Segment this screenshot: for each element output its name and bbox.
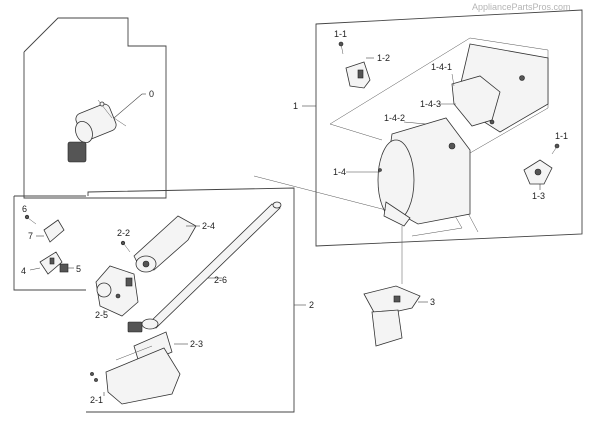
callout-1-1-upper: 1-1 [334, 29, 347, 39]
part-3-bracket[interactable] [363, 285, 421, 347]
callout-2-6: 2-6 [214, 275, 227, 285]
callout-2-4: 2-4 [202, 221, 215, 231]
watermark: AppliancePartsPros.com [472, 2, 571, 12]
callout-0: 0 [149, 89, 154, 99]
part-2-6-shaft[interactable] [147, 201, 282, 329]
callout-5: 5 [76, 264, 81, 274]
callout-7: 7 [28, 231, 33, 241]
part-1-2-bracket[interactable] [345, 61, 371, 89]
part-6-screw[interactable] [24, 214, 37, 225]
callout-1-4-1: 1-4-1 [431, 62, 452, 72]
callout-1-4: 1-4 [333, 167, 346, 177]
assembly-4-7-box [13, 195, 86, 291]
part-1-4-3-drum-rear[interactable] [451, 43, 549, 133]
part-1-4-1-screw[interactable] [451, 73, 455, 87]
part-2-2-screw[interactable] [120, 240, 131, 253]
assembly-1-box [315, 9, 583, 247]
part-7-clip[interactable] [43, 219, 65, 243]
leader-4 [29, 267, 41, 271]
part-1-3-roller[interactable] [523, 159, 553, 185]
part-harness-plug[interactable] [127, 318, 159, 333]
connector-drum-motor [253, 175, 387, 211]
part-1-1-screw-lower[interactable] [551, 143, 560, 155]
part-2-1-base-bracket[interactable] [90, 345, 181, 405]
callout-2-5: 2-5 [95, 310, 108, 320]
part-5-pad[interactable] [59, 263, 69, 273]
assembly-0-box [23, 17, 167, 199]
callout-6: 6 [22, 204, 27, 214]
callout-1-3: 1-3 [532, 191, 545, 201]
callout-1-4-2: 1-4-2 [384, 113, 405, 123]
part-4-switch[interactable] [39, 251, 63, 275]
callout-2-3: 2-3 [190, 339, 203, 349]
callout-1: 1 [293, 101, 298, 111]
assembly-2-box [86, 187, 295, 413]
callout-2-2: 2-2 [117, 228, 130, 238]
part-1-4-drum[interactable] [377, 117, 471, 227]
callout-1-1-lower: 1-1 [555, 131, 568, 141]
leader-1-4-2 [403, 121, 427, 125]
callout-1-4-3: 1-4-3 [420, 99, 441, 109]
callout-2-1: 2-1 [90, 395, 103, 405]
part-0-motor-assembly[interactable] [67, 99, 127, 163]
leader-0 [113, 93, 143, 119]
part-2-4-idler-bracket[interactable] [133, 215, 197, 273]
callout-4: 4 [21, 266, 26, 276]
callout-1-2: 1-2 [377, 53, 390, 63]
part-1-1-screw-upper[interactable] [338, 41, 344, 55]
part-2-5-motor[interactable] [95, 265, 139, 317]
callout-3: 3 [430, 297, 435, 307]
callout-2: 2 [309, 300, 314, 310]
